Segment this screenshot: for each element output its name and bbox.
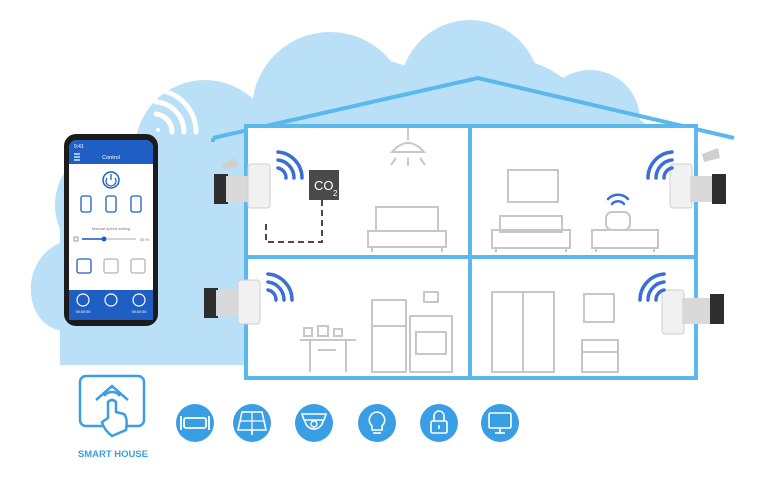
bed-icon — [367, 206, 447, 252]
router-wifi-icon — [606, 193, 630, 206]
device-2-icon — [105, 195, 117, 213]
mode-3-icon — [130, 258, 146, 274]
security-camera-icon — [295, 404, 333, 442]
bottom-buttons[interactable] — [76, 293, 146, 307]
co2-label: CO — [314, 178, 334, 193]
wifi-signal-icon — [266, 272, 294, 302]
smart-house-label: SMART HOUSE — [78, 449, 148, 460]
timer-icon — [76, 293, 90, 307]
ventilator-icon — [176, 404, 214, 442]
sink-icon — [581, 339, 619, 373]
slider-label: Manual speed setting — [92, 226, 130, 231]
device-1-icon — [80, 195, 92, 213]
bottom-button-1-label: 00:00:00 — [76, 310, 91, 314]
mode-1-icon — [76, 258, 92, 274]
wifi-signal-icon — [638, 272, 666, 302]
device-3-icon — [130, 195, 142, 213]
picture-frame-icon — [583, 293, 615, 323]
bottom-button-3-label: 00:00:00 — [132, 310, 147, 314]
lock-icon — [420, 404, 458, 442]
co2-sensor: CO 2 — [265, 170, 339, 243]
furniture-drawings — [300, 128, 659, 373]
smart-house-badge: SMART HOUSE — [78, 374, 148, 460]
ventilation-unit-bottom-left — [204, 272, 294, 325]
menu-icon[interactable] — [74, 153, 80, 161]
ventilation-unit-bottom-right — [638, 272, 724, 335]
wifi-signal-icon — [646, 150, 674, 180]
wifi-signal-icon — [153, 87, 199, 135]
monitor-icon — [481, 404, 519, 442]
wardrobe-icon — [491, 291, 555, 373]
calendar-icon — [104, 293, 118, 307]
slider-value: 35 % — [140, 237, 150, 242]
wifi-signal-icon — [276, 150, 304, 180]
ceiling-lamp-icon — [389, 128, 427, 166]
slider-checkbox[interactable] — [73, 236, 79, 242]
slider-handle[interactable] — [101, 236, 107, 242]
phone-header-title: Control — [102, 155, 120, 161]
phone-status-time: 9:41 — [74, 144, 84, 150]
mode-2-icon — [103, 258, 119, 274]
co2-subscript: 2 — [333, 189, 338, 198]
tv-icon — [507, 169, 559, 203]
ventilation-unit-top-right — [646, 148, 726, 209]
hand-touch-house-icon — [78, 374, 146, 438]
ventilation-unit-top-left — [214, 150, 304, 209]
fan-icon — [132, 293, 146, 307]
device-icons[interactable] — [80, 195, 142, 213]
wifi-router — [605, 193, 631, 231]
fridge-icon — [371, 299, 407, 373]
mode-icons[interactable] — [76, 258, 146, 274]
sofa-icon — [491, 215, 571, 252]
feature-icons — [176, 404, 519, 442]
light-bulb-icon — [358, 404, 396, 442]
solar-panel-icon — [233, 404, 271, 442]
dining-table-icon — [300, 325, 356, 372]
stove-icon — [409, 291, 453, 373]
power-button[interactable] — [102, 171, 120, 189]
smartphone: 9:41 Control Manual speed setting 35 % — [64, 134, 158, 326]
